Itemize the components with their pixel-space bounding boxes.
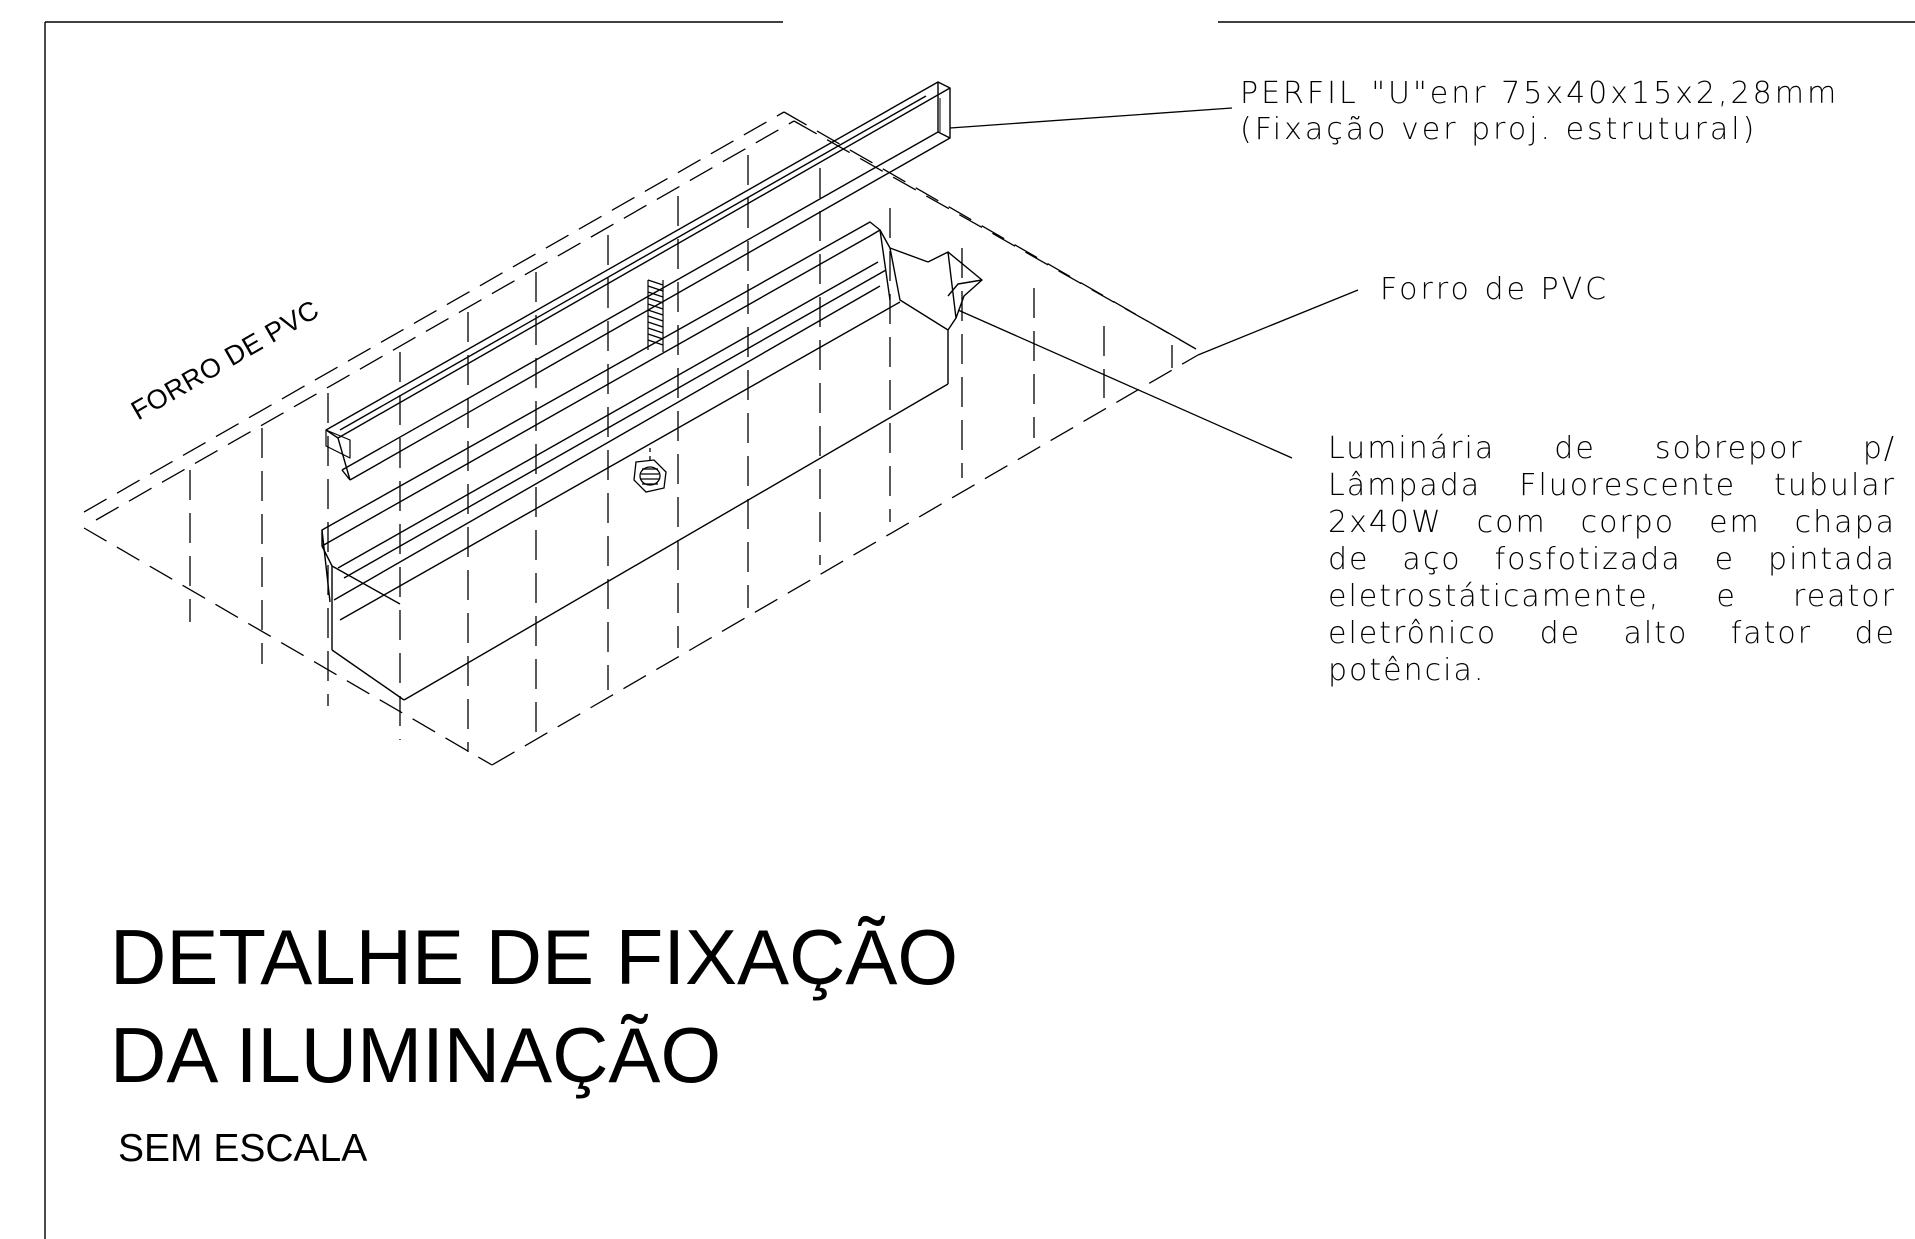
- leader-lines: [949, 107, 1359, 459]
- luminaria-line-7: potência.: [1328, 653, 1486, 688]
- luminaria-line-6: eletrônico de alto fator de: [1328, 616, 1896, 651]
- luminaria-line-2: Lâmpada Fluorescente tubular: [1328, 468, 1896, 503]
- luminaria-line-3: 2x40W com corpo em chapa: [1328, 505, 1896, 540]
- threaded-rod: [647, 279, 664, 352]
- drawing-title-line2: DA ILUMINAÇÃO: [110, 1011, 722, 1099]
- callout-perfil-line2: (Fixação ver proj. estrutural): [1240, 112, 1758, 147]
- luminaria-line-5: eletrostáticamente, e reator: [1328, 579, 1896, 614]
- callout-perfil-line1: PERFIL "U"enr 75x40x15x2,28mm: [1240, 76, 1840, 111]
- u-profile-beam: [325, 81, 951, 481]
- callout-perfil: PERFIL "U"enr 75x40x15x2,28mm (Fixação v…: [1240, 76, 1839, 148]
- luminaria-line-1: Luminária de sobrepor p/: [1328, 431, 1896, 466]
- callout-forro: Forro de PVC: [1380, 272, 1610, 307]
- hex-nut: [633, 448, 667, 493]
- luminaria-line-4: de aço fosfotizada e pintada: [1328, 542, 1896, 577]
- drawing-title-line1: DETALHE DE FIXAÇÃO: [110, 913, 959, 1001]
- sheet-border: [44, 21, 1915, 1239]
- pvc-panel-joints: [189, 155, 1173, 752]
- callout-luminaria: Luminária de sobrepor p/ Lâmpada Fluores…: [1328, 430, 1896, 689]
- scale-note: SEM ESCALA: [118, 1127, 368, 1170]
- pvc-ceiling-outline: [83, 111, 1199, 766]
- light-fixture: [321, 221, 983, 701]
